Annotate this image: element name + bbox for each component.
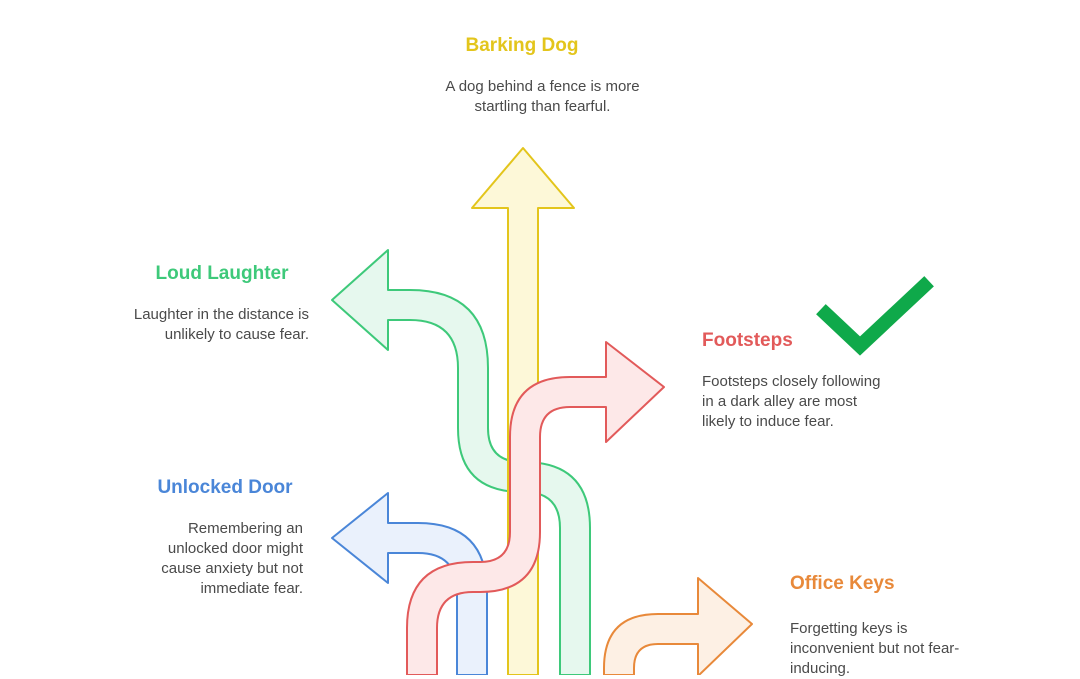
check-mark-icon [816, 276, 934, 356]
footsteps-arrow [406, 341, 665, 675]
barking-dog-description: A dog behind a fence is more startling t… [445, 78, 640, 115]
footsteps-description: Footsteps closely following in a dark al… [702, 373, 881, 430]
unlocked-door-description: Remembering an unlocked door might cause… [161, 520, 303, 597]
unlocked-door-title: Unlocked Door [157, 477, 293, 498]
loud-laughter-description: Laughter in the distance is unlikely to … [133, 306, 309, 343]
barking-dog-title: Barking Dog [465, 35, 579, 56]
office-keys-title: Office Keys [790, 573, 895, 594]
office-keys-description: Forgetting keys is inconvenient but not … [790, 620, 960, 677]
footsteps-title: Footsteps [702, 330, 793, 351]
office-keys-arrow [603, 577, 753, 675]
footsteps-arrow-shape [406, 341, 665, 675]
office-keys-arrow-shape [603, 577, 753, 675]
loud-laughter-title: Loud Laughter [155, 263, 289, 284]
